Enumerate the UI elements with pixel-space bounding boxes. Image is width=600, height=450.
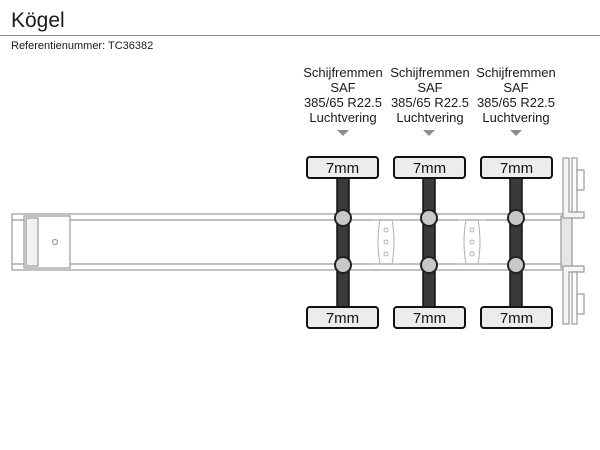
axle-3-tire-left	[480, 156, 553, 179]
axle-1-tire-size: 385/65 R22.5	[303, 95, 383, 110]
axle-1-marker-icon	[337, 130, 349, 136]
axle-2-tire-size: 385/65 R22.5	[390, 95, 470, 110]
axle-3-tire-right	[480, 306, 553, 329]
axle-1-hub-left	[334, 209, 352, 227]
axle-2-brake: Schijfremmen	[390, 65, 470, 80]
axle-3-tread-right: 7mm	[500, 310, 533, 327]
axle-3: 7mm 7mm	[480, 130, 553, 329]
axle-2-tread-right: 7mm	[413, 310, 446, 327]
page-title: Kögel	[11, 9, 65, 32]
rear-bumper	[560, 157, 585, 325]
axle-1-label: Schijfremmen SAF 385/65 R22.5 Luchtverin…	[298, 65, 388, 125]
cross-member-1	[372, 219, 400, 265]
axle-2-suspension: Luchtvering	[396, 110, 464, 125]
axle-3-label: Schijfremmen SAF 385/65 R22.5 Luchtverin…	[471, 65, 561, 125]
axle-1-tread-left: 7mm	[326, 160, 359, 177]
axle-3-hub-right	[507, 256, 525, 274]
axle-2-hub-right	[420, 256, 438, 274]
header-divider	[0, 35, 600, 36]
axle-3-tread-left: 7mm	[500, 160, 533, 177]
axle-3-tire-size: 385/65 R22.5	[476, 95, 556, 110]
axle-2-brand: SAF	[417, 80, 443, 95]
axle-1-tread-right: 7mm	[326, 310, 359, 327]
axle-2-hub-left	[420, 209, 438, 227]
axle-2: 7mm 7mm	[393, 130, 466, 329]
axle-1-brand: SAF	[330, 80, 356, 95]
axle-1-brake: Schijfremmen	[303, 65, 383, 80]
front-end-plate	[23, 215, 71, 269]
axle-3-brake: Schijfremmen	[476, 65, 556, 80]
trailer-chassis	[11, 213, 573, 271]
axle-1-suspension: Luchtvering	[309, 110, 377, 125]
axle-1-hub-right	[334, 256, 352, 274]
reference-number: Referentienummer: TC36382	[11, 40, 154, 52]
axle-2-label: Schijfremmen SAF 385/65 R22.5 Luchtverin…	[385, 65, 475, 125]
axle-1: 7mm 7mm	[306, 130, 379, 329]
axle-3-suspension: Luchtvering	[482, 110, 550, 125]
axle-3-hub-left	[507, 209, 525, 227]
axle-2-tire-left	[393, 156, 466, 179]
axle-3-marker-icon	[510, 130, 522, 136]
axle-3-brand: SAF	[503, 80, 529, 95]
axle-2-tread-left: 7mm	[413, 160, 446, 177]
axle-2-marker-icon	[423, 130, 435, 136]
axle-1-tire-right	[306, 306, 379, 329]
axle-2-tire-right	[393, 306, 466, 329]
axle-1-tire-left	[306, 156, 379, 179]
cross-member-2	[458, 219, 486, 265]
